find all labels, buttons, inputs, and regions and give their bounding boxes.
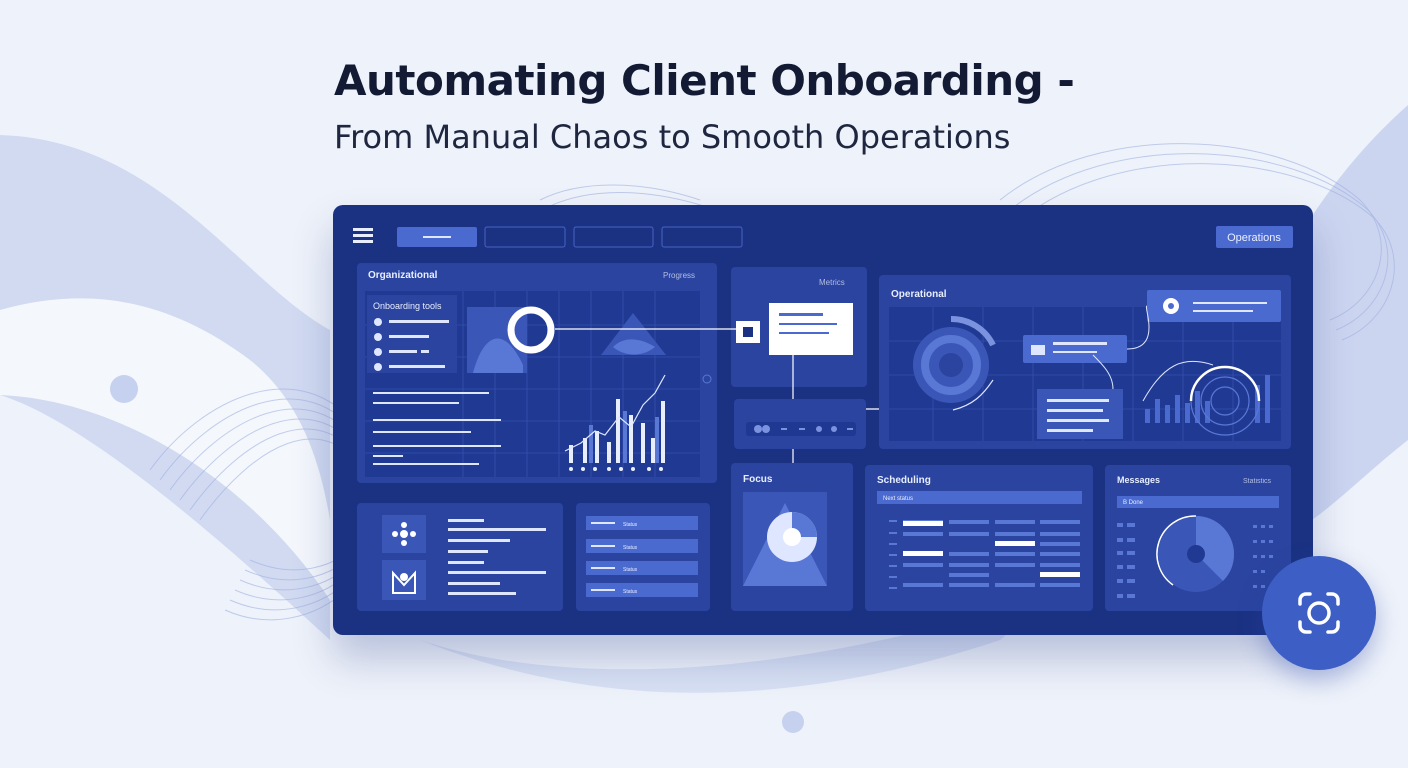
task-label: Status bbox=[623, 567, 638, 573]
schedule-bar-label: Next status bbox=[883, 496, 913, 502]
task-label: Status bbox=[623, 545, 638, 551]
hero-subtitle: From Manual Chaos to Smooth Operations bbox=[334, 118, 1011, 156]
schedule-panel: Scheduling Next status bbox=[865, 465, 1093, 611]
screen-capture-icon bbox=[1298, 592, 1340, 634]
icon-tile-panel bbox=[357, 503, 563, 611]
schedule-title: Scheduling bbox=[877, 475, 931, 486]
nav-tab-2[interactable] bbox=[484, 226, 566, 248]
focus-title: Focus bbox=[743, 474, 773, 485]
flow-panel: Metrics bbox=[555, 267, 953, 497]
settings-icon[interactable] bbox=[382, 515, 426, 553]
operations-button[interactable]: Operations bbox=[1216, 226, 1293, 248]
messages-panel: Messages Statistics B Done bbox=[1105, 465, 1291, 611]
overview-panel: Organizational Progress Onboarding tools bbox=[357, 263, 717, 483]
focus-panel: Focus bbox=[731, 463, 853, 611]
task-list-panel: Status Status Status Status bbox=[576, 503, 710, 611]
messages-title: Messages bbox=[1117, 475, 1160, 485]
process-title: Operational bbox=[891, 289, 947, 300]
messages-tag: Statistics bbox=[1243, 478, 1272, 485]
clients-title: Onboarding tools bbox=[373, 301, 442, 311]
task-item[interactable] bbox=[586, 561, 698, 575]
user-icon[interactable] bbox=[382, 560, 426, 600]
flow-tag: Metrics bbox=[819, 278, 845, 287]
task-label: Status bbox=[623, 522, 638, 528]
menu-icon[interactable] bbox=[353, 228, 373, 243]
overview-title: Organizational bbox=[368, 270, 438, 281]
task-label: Status bbox=[623, 589, 638, 595]
task-item[interactable] bbox=[586, 583, 698, 597]
dashboard-window: Operations Organizational Progress Onboa… bbox=[333, 205, 1313, 635]
messages-bar-label: B Done bbox=[1123, 500, 1144, 506]
svg-text:Operations: Operations bbox=[1227, 232, 1281, 244]
task-item[interactable] bbox=[586, 539, 698, 553]
overview-tag: Progress bbox=[663, 271, 695, 280]
screen-capture-button[interactable] bbox=[1262, 556, 1376, 670]
hero-title: Automating Client Onboarding - bbox=[334, 56, 1075, 105]
nav-tab-4[interactable] bbox=[661, 226, 743, 248]
process-panel: Operational bbox=[879, 275, 1291, 449]
task-item[interactable] bbox=[586, 516, 698, 530]
nav-tab-active[interactable] bbox=[397, 227, 477, 247]
nav-tab-3[interactable] bbox=[573, 226, 654, 248]
